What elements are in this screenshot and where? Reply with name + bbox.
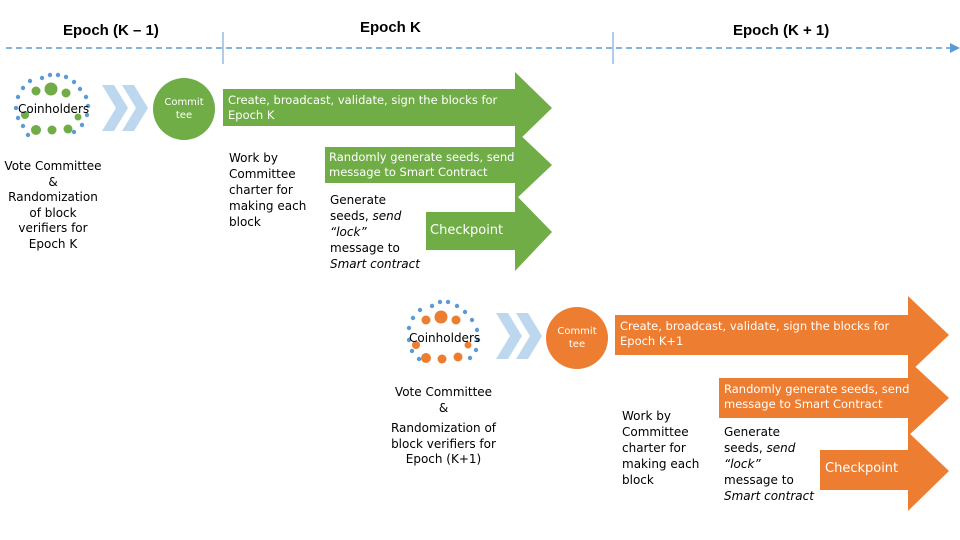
epoch-k-label: Epoch K <box>360 19 421 36</box>
committee-circle-k <box>153 78 215 140</box>
committee-circle-k1 <box>546 307 608 369</box>
work-text-k: Work by Committee charter for making eac… <box>229 151 307 229</box>
arrow-create-k1 <box>615 296 949 374</box>
vote-text-k1: Vote Committee & Randomization of block … <box>390 385 497 466</box>
epoch-next-label: Epoch (K + 1) <box>733 22 830 39</box>
generate-text-k1: Generate seeds, send “lock” message to S… <box>724 425 814 503</box>
coinholders-dots-k1 <box>406 299 481 364</box>
arrow-seeds-k <box>325 130 552 200</box>
arrow-seeds-k1-label: Randomly generate seeds, send message to… <box>724 382 910 411</box>
arrow-checkpoint-k <box>426 194 552 271</box>
committee-label-k: Commit tee <box>164 97 204 121</box>
generate-text-k: Generate seeds, send “lock” message to S… <box>330 193 420 271</box>
vote-text-k: Vote Committee & Randomization of block … <box>4 159 102 251</box>
arrow-checkpoint-k1-label: Checkpoint <box>825 461 899 476</box>
arrow-checkpoint-k-label: Checkpoint <box>430 223 504 238</box>
arrow-create-k-label: Create, broadcast, validate, sign the bl… <box>228 93 498 122</box>
committee-label-k1: Commit tee <box>557 326 597 350</box>
epoch-prev-label: Epoch (K – 1) <box>63 22 159 39</box>
coinholders-label-k: Coinholders <box>18 102 90 116</box>
coinholders-dots-k <box>13 72 91 138</box>
arrow-seeds-k-label: Randomly generate seeds, send message to… <box>329 150 515 179</box>
arrow-create-k <box>223 72 552 144</box>
coinholders-label-k1: Coinholders <box>409 331 481 345</box>
arrow-seeds-k1 <box>719 360 949 436</box>
arrow-create-k1-label: Create, broadcast, validate, sign the bl… <box>620 319 890 348</box>
chevrons-k <box>102 85 148 131</box>
chevrons-k1 <box>496 313 542 359</box>
timeline-arrowhead <box>950 43 960 53</box>
arrow-checkpoint-k1 <box>820 432 949 511</box>
work-text-k1: Work by Committee charter for making eac… <box>622 409 700 487</box>
